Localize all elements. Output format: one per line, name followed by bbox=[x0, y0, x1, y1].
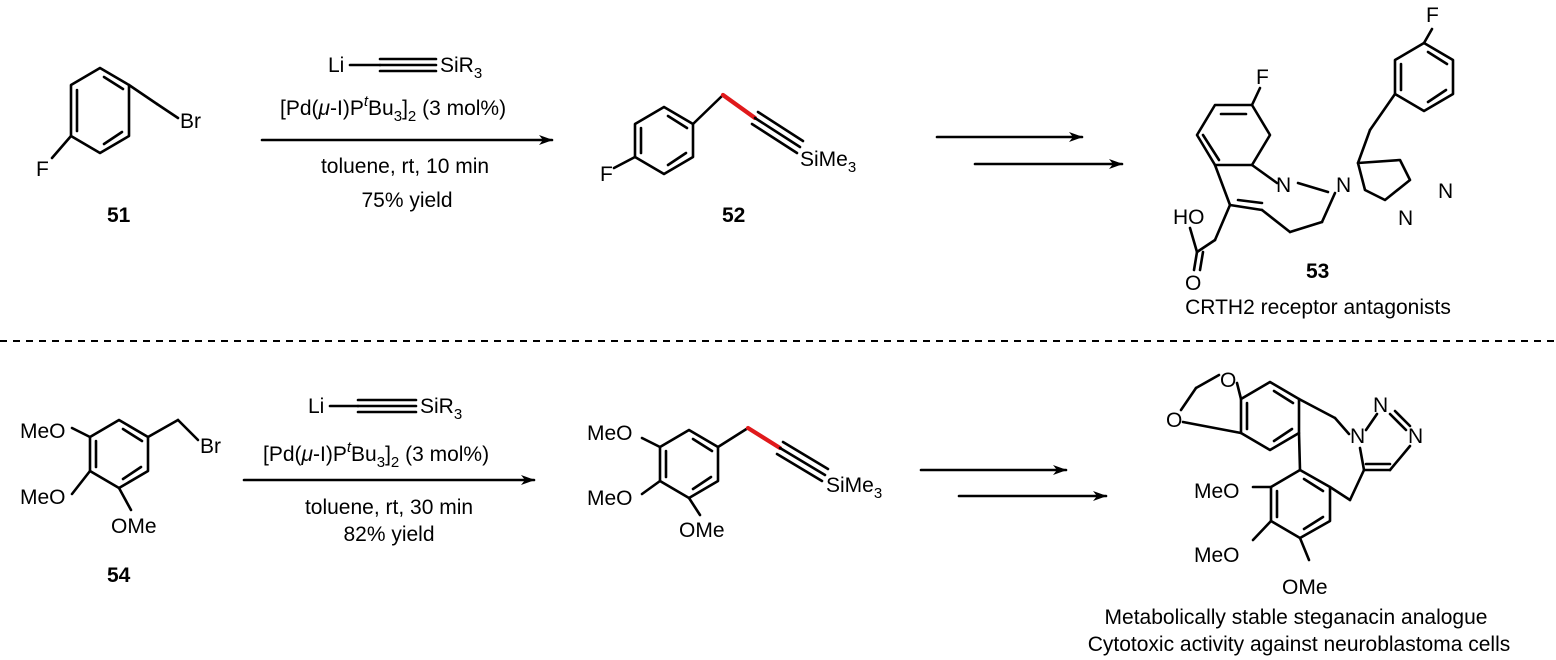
compound-bottom-product: SiMe3 MeO MeO OMe bbox=[587, 422, 882, 542]
compound-label-54: 54 bbox=[107, 564, 131, 587]
reagent-lithium-acetylide-top: Li SiR3 bbox=[328, 54, 482, 82]
product-silyl: SiMe3 bbox=[800, 148, 856, 176]
compound-51: Br F bbox=[36, 66, 201, 181]
atom-f-ring: F bbox=[1256, 66, 1269, 89]
caption-bottom-1: Metabolically stable steganacin analogue bbox=[1105, 606, 1488, 629]
product-silyl: SiMe3 bbox=[826, 474, 882, 502]
catalyst-top: [Pd(μ-I)PtBu3]2 (3 mol%) bbox=[280, 93, 506, 125]
atom-f: F bbox=[600, 163, 613, 186]
atom-n1: N bbox=[1350, 425, 1365, 448]
atom-n2: N bbox=[1398, 207, 1413, 230]
reagent-li: Li bbox=[328, 54, 344, 77]
atom-meo-2: MeO bbox=[20, 486, 66, 509]
atom-br: Br bbox=[180, 110, 201, 133]
caption-bottom-2: Cytotoxic activity against neuroblastoma… bbox=[1088, 633, 1511, 656]
yield-bottom: 82% yield bbox=[343, 523, 434, 546]
atom-o-1: O bbox=[1220, 369, 1236, 392]
atom-meo-2: MeO bbox=[587, 487, 633, 510]
reagent-li: Li bbox=[308, 395, 324, 418]
atom-meo-1: MeO bbox=[1194, 480, 1240, 503]
atom-ome: OMe bbox=[111, 515, 157, 538]
compound-54: Br MeO MeO OMe bbox=[20, 418, 221, 538]
atom-ome: OMe bbox=[1282, 576, 1328, 599]
atom-meo-1: MeO bbox=[20, 420, 66, 443]
atom-f: F bbox=[36, 158, 49, 181]
atom-n3: N bbox=[1438, 180, 1453, 203]
compound-53: F N N N F N HO O bbox=[1173, 4, 1455, 295]
atom-n3: N bbox=[1408, 425, 1423, 448]
atom-meo-2: MeO bbox=[1194, 544, 1240, 567]
atom-n1: N bbox=[1336, 174, 1351, 197]
reagent-silyl: SiR3 bbox=[440, 54, 482, 82]
atom-n2: N bbox=[1373, 394, 1388, 417]
atom-n-indole: N bbox=[1276, 174, 1291, 197]
atom-o-2: O bbox=[1166, 409, 1182, 432]
reagent-silyl: SiR3 bbox=[420, 395, 462, 423]
compound-label-51: 51 bbox=[107, 204, 131, 227]
compound-label-53: 53 bbox=[1306, 260, 1329, 283]
reagent-lithium-acetylide-bottom: Li SiR3 bbox=[308, 395, 462, 423]
atom-br: Br bbox=[200, 435, 221, 458]
compound-52: F SiMe3 bbox=[600, 92, 856, 186]
conditions-bottom: toluene, rt, 30 min bbox=[305, 496, 473, 519]
atom-meo-1: MeO bbox=[587, 422, 633, 445]
atom-ho: HO bbox=[1173, 206, 1205, 229]
atom-o: O bbox=[1185, 272, 1201, 295]
compound-steganacin-analogue: O O N N N MeO MeO OMe bbox=[1166, 369, 1423, 599]
yield-top: 75% yield bbox=[361, 189, 452, 212]
compound-label-52: 52 bbox=[722, 204, 745, 227]
conditions-top: toluene, rt, 10 min bbox=[321, 155, 489, 178]
atom-f-top: F bbox=[1426, 4, 1439, 27]
catalyst-bottom: [Pd(μ-I)PtBu3]2 (3 mol%) bbox=[263, 439, 489, 471]
atom-ome: OMe bbox=[679, 519, 725, 542]
caption-top: CRTH2 receptor antagonists bbox=[1185, 296, 1451, 319]
